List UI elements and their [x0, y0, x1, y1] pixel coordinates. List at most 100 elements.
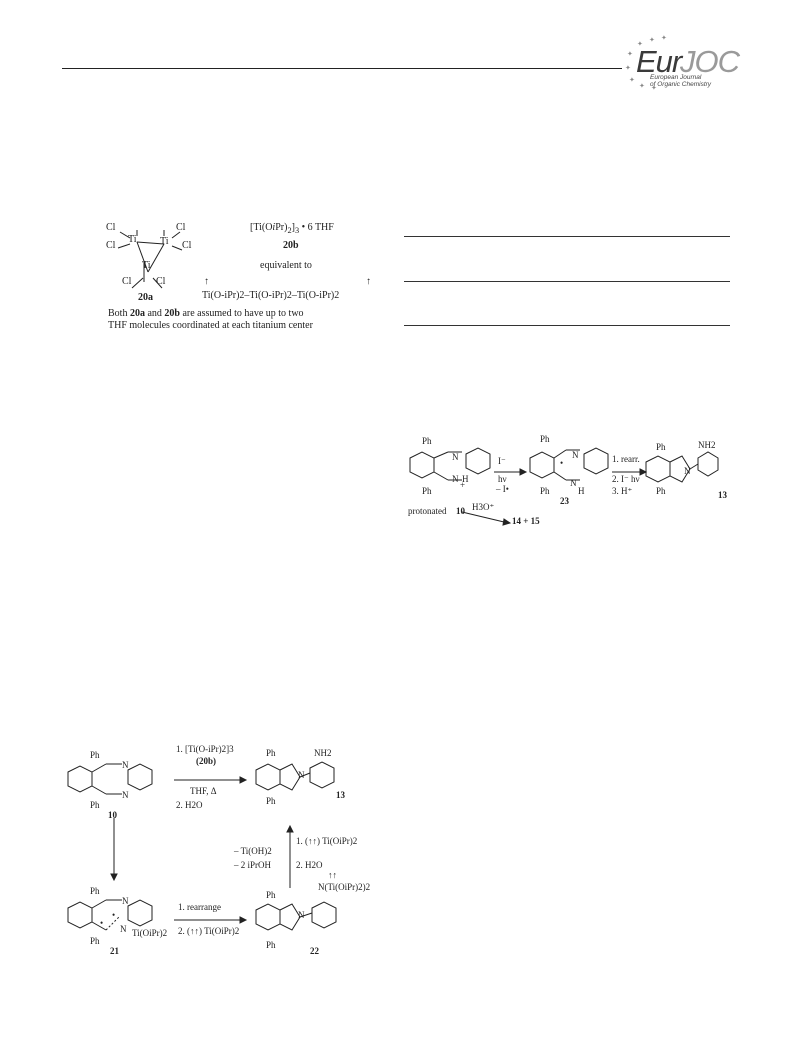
- titanium-label: Ti: [128, 234, 137, 245]
- phenyl-label: Ph: [90, 750, 100, 760]
- titanium-scheme: Ph N N Ph 10 1. [Ti(O-iPr)2]3 (20b) THF,…: [60, 740, 390, 960]
- compound-23-label: 23: [560, 496, 569, 506]
- charge-plus-label: +: [460, 480, 466, 490]
- caption-part: are assumed to have up to two: [179, 308, 304, 319]
- formula-20b: [Ti(OiPr)2]3 • 6 THF: [250, 222, 334, 237]
- radical-dot-icon: •: [560, 458, 564, 468]
- caption-part: Both: [108, 308, 130, 319]
- nitrogen-label: N: [122, 760, 129, 770]
- nitrogen-label: N: [572, 450, 579, 460]
- compound-13-label: 13: [718, 490, 727, 500]
- amine-label: NH2: [698, 440, 716, 450]
- condition-water: 2. H2O: [176, 800, 203, 810]
- hydronium-label: H3O⁺: [472, 502, 495, 512]
- header-rule: [62, 68, 622, 69]
- ti-substituent: Ti(OiPr)2: [132, 928, 168, 938]
- nitrogen-label: N: [570, 478, 577, 488]
- condition-20b: (20b): [196, 756, 216, 766]
- phenyl-label: Ph: [266, 796, 276, 806]
- compound-10-label: 10: [108, 810, 117, 820]
- phenyl-label: Ph: [266, 940, 276, 950]
- nitrogen-label: N: [298, 910, 305, 920]
- chlorine-label: Cl: [182, 240, 192, 251]
- logo-star-icon: ✦: [625, 64, 631, 72]
- spin-arrow-icon: ↑: [366, 276, 371, 287]
- figure-caption: Both 20a and 20b are assumed to have up …: [108, 308, 390, 332]
- nitrogen-label: N: [298, 770, 305, 780]
- spin-arrow-icon: ↑: [204, 276, 209, 287]
- logo-subtitle-line2: of Organic Chemistry: [650, 81, 712, 88]
- caption-part: THF molecules coordinated at each titani…: [108, 320, 313, 331]
- nitrogen-label: N: [122, 790, 129, 800]
- iodide-label: I⁻: [498, 456, 506, 466]
- phenyl-label: Ph: [90, 886, 100, 896]
- scheme-photo-structures: [409, 447, 719, 526]
- table-rule-top: [404, 236, 730, 237]
- caption-part: and: [144, 308, 165, 319]
- compound-21-label: 21: [110, 946, 119, 956]
- chlorine-label: Cl: [156, 276, 166, 287]
- byproduct-tioh2: – Ti(OH)2: [234, 846, 272, 856]
- logo-star-icon: ✦: [649, 36, 655, 44]
- chlorine-label: Cl: [106, 240, 116, 251]
- table-rule-bottom: [404, 325, 730, 326]
- phenyl-label: Ph: [266, 890, 276, 900]
- step-proton: 3. H⁺: [612, 486, 633, 496]
- step-iodide-hv: 2. I⁻ hν: [612, 474, 640, 484]
- logo-subtitle: European Journal of Organic Chemistry: [650, 74, 711, 88]
- phenyl-label: Ph: [266, 748, 276, 758]
- formula-part: [Ti(O: [250, 222, 273, 233]
- radical-dot-icon: •: [100, 918, 104, 928]
- compound-10-label: 10: [456, 506, 465, 516]
- ti-cluster-structure: [117, 230, 183, 289]
- formula-part: • 6 THF: [299, 222, 334, 233]
- compound-20a-label: 20a: [138, 292, 153, 303]
- logo-star-icon: ✦: [637, 40, 643, 48]
- minus-iodine-label: – I•: [496, 484, 509, 494]
- table-rule-middle: [404, 281, 730, 282]
- condition-ti-reagent: 1. [Ti(O-iPr)2]3: [176, 744, 234, 754]
- nitrogen-label: N: [452, 452, 459, 462]
- logo-star-icon: ✦: [627, 50, 633, 58]
- chlorine-label: Cl: [122, 276, 132, 287]
- logo-star-icon: ✦: [651, 84, 657, 92]
- formula-part: Pr): [275, 222, 288, 233]
- formula-subscript: 2: [287, 226, 292, 235]
- hv-label: hν: [498, 474, 507, 484]
- logo-joc-text: JOC: [680, 44, 740, 79]
- compound-20b-label: 20b: [283, 240, 299, 251]
- equivalent-to-text: equivalent to: [260, 260, 312, 271]
- amine-label: NH2: [314, 748, 332, 758]
- condition-rearrange: 1. rearrange: [178, 902, 221, 912]
- logo-eur-text: Eur: [636, 44, 682, 79]
- byproduct-iproh: – 2 iPrOH: [234, 860, 272, 870]
- scheme-ti-structures: [67, 761, 337, 931]
- phenyl-label: Ph: [540, 434, 550, 444]
- radical-dot-icon: •: [112, 910, 116, 920]
- nitrogen-label: N: [452, 474, 459, 484]
- step-rearr: 1. rearr.: [612, 454, 640, 464]
- logo-star-icon: ✦: [629, 76, 635, 84]
- ti-chain-formula: Ti(O-iPr)2–Ti(O-iPr)2–Ti(O-iPr)2: [202, 290, 340, 301]
- phenyl-label: Ph: [422, 436, 432, 446]
- nitrogen-label: N: [122, 896, 129, 906]
- condition-ti-spin: 2. (↑↑) Ti(OiPr)2: [178, 926, 240, 936]
- compound-22-label: 22: [310, 946, 319, 956]
- spin-arrows-icon: ↑↑: [328, 870, 337, 880]
- phenyl-label: Ph: [656, 486, 666, 496]
- chlorine-label: Cl: [176, 222, 186, 233]
- phenyl-label: Ph: [422, 486, 432, 496]
- titanium-label: Ti: [142, 260, 151, 271]
- phenyl-label: Ph: [90, 936, 100, 946]
- journal-logo[interactable]: ✦ ✦ ✦ ✦ ✦ ✦ ✦ ✦: [625, 34, 735, 92]
- condition-thf: THF, Δ: [190, 786, 217, 796]
- chlorine-label: Cl: [106, 222, 116, 233]
- hydrogen-label: H: [462, 474, 469, 484]
- caption-part: 20b: [164, 308, 180, 319]
- condition-ti-spin: 1. (↑↑) Ti(OiPr)2: [296, 836, 358, 846]
- n-ti-substituent: N(Ti(OiPr)2)2: [318, 882, 371, 892]
- protonated-text: protonated: [408, 506, 447, 516]
- nitrogen-label: N: [120, 924, 127, 934]
- phenyl-label: Ph: [656, 442, 666, 452]
- logo-subtitle-line1: European Journal: [650, 74, 702, 81]
